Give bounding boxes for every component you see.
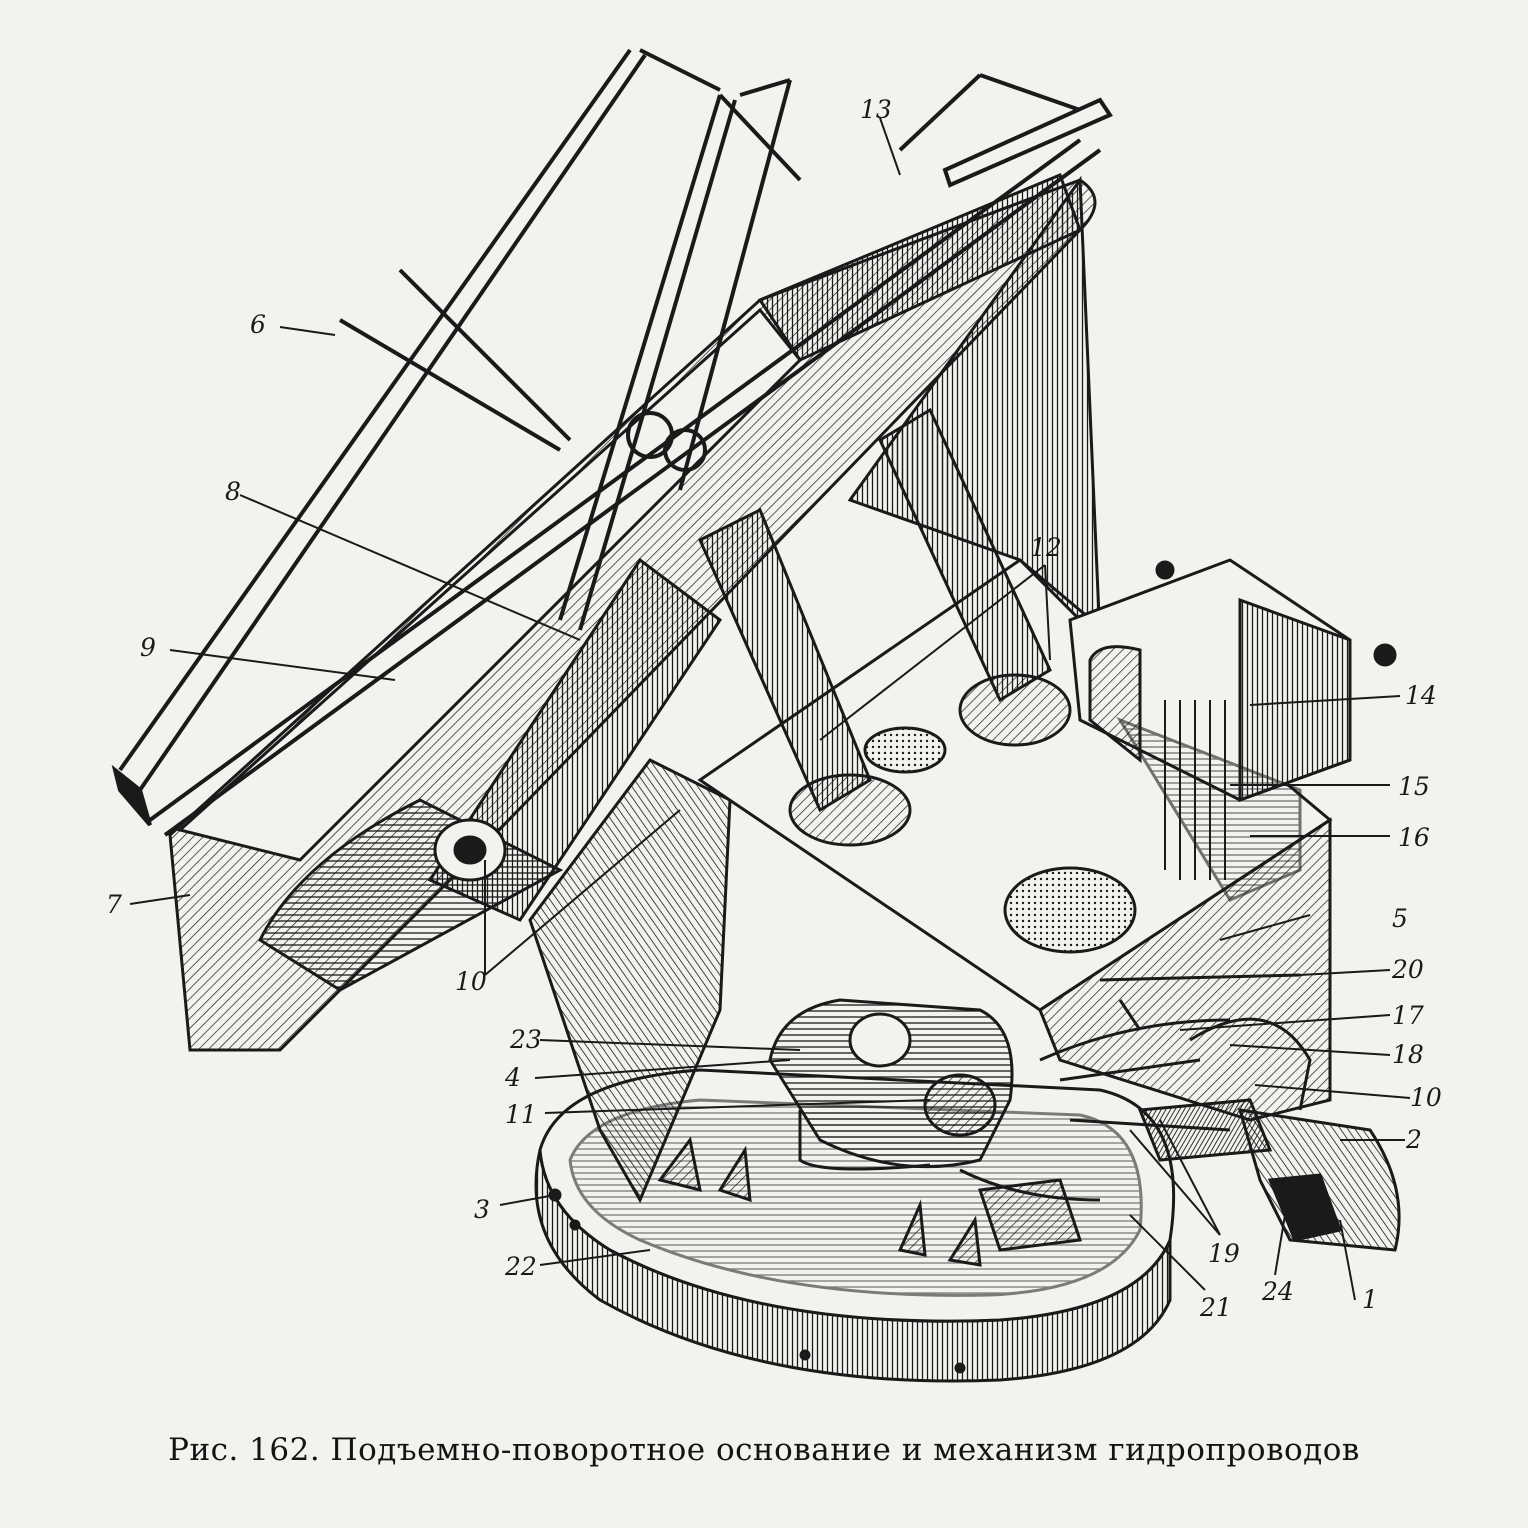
callout-5: 5 [1392, 904, 1408, 933]
deck-hatches [863, 726, 1137, 954]
callout-10b: 10 [1410, 1083, 1442, 1112]
trunnion-rings [626, 411, 707, 472]
hydraulic-pipes [768, 973, 1312, 1252]
callout-15: 15 [1398, 772, 1430, 801]
callout-2: 2 [1405, 1125, 1422, 1154]
callout-8: 8 [225, 477, 241, 506]
junction-box [1068, 558, 1397, 902]
launch-rails-frame [111, 48, 1113, 837]
callout-3: 3 [474, 1195, 490, 1224]
callout-9: 9 [140, 633, 156, 662]
callout-23: 23 [509, 1025, 542, 1054]
figure-caption: Рис. 162. Подъемно-поворотное основание … [168, 1432, 1360, 1468]
callout-21: 21 [1199, 1293, 1232, 1322]
callout-17: 17 [1392, 1001, 1424, 1030]
callout-20: 20 [1391, 955, 1424, 984]
callout-18: 18 [1392, 1040, 1424, 1069]
hydraulic-strut-right [878, 407, 1072, 747]
callout-labels: 1 2 3 4 5 6 7 8 9 10 10 11 12 13 14 15 1… [106, 95, 1442, 1322]
callout-22: 22 [504, 1252, 537, 1281]
callout-6: 6 [250, 310, 266, 339]
callout-7: 7 [106, 890, 122, 919]
callout-13: 13 [860, 95, 892, 124]
leader-lines [129, 117, 1411, 1301]
callout-10a: 10 [455, 967, 487, 996]
callout-11: 11 [505, 1100, 537, 1129]
hydraulic-cylinder-left [427, 557, 723, 922]
callout-19: 19 [1208, 1239, 1240, 1268]
callout-24: 24 [1261, 1277, 1294, 1306]
callout-14: 14 [1405, 681, 1437, 710]
main-housing [528, 175, 1333, 1204]
callout-12: 12 [1030, 533, 1062, 562]
callout-1: 1 [1362, 1285, 1378, 1314]
turntable-base [534, 1068, 1176, 1383]
callout-4: 4 [504, 1063, 521, 1092]
callout-16: 16 [1398, 823, 1430, 852]
